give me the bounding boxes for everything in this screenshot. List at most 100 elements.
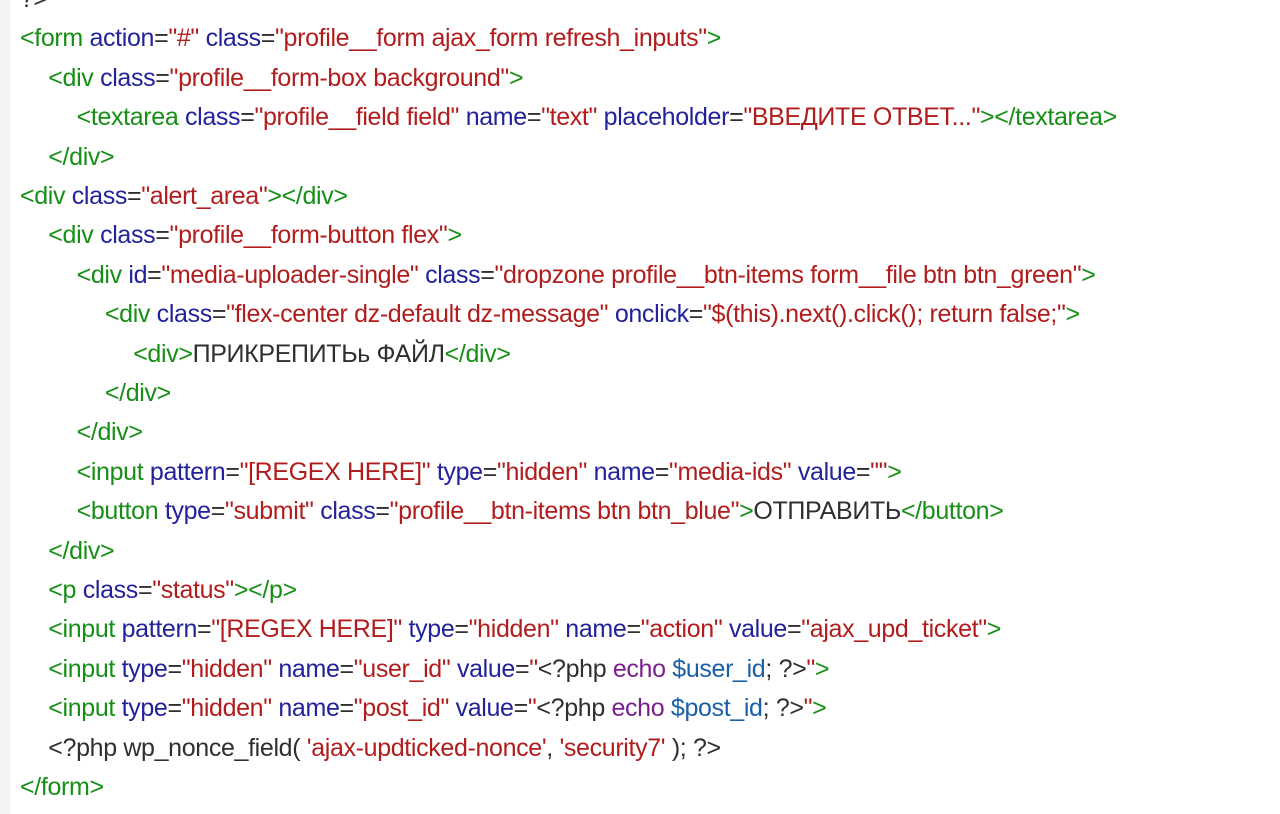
code-token-tag: <textarea [76,103,179,132]
code-token-str: "action" [640,615,723,644]
code-token-text: <?php [536,694,612,723]
code-token-tag: <input [48,694,116,723]
code-token-attr: class [205,24,262,53]
code-token-text [430,458,437,486]
code-token-text: ); ?> [665,733,721,762]
code-token-text: = [225,457,240,486]
code-token-tag: > [447,221,462,250]
code-token-text: = [197,615,212,644]
code-token-text: = [260,24,276,53]
code-token-attr: name [593,457,655,486]
code-token-text: = [147,260,162,289]
code-token-attr: value [455,694,514,723]
code-line: </form> [20,768,104,807]
code-token-tag: ></p> [233,576,297,604]
code-token-str: " [527,694,537,723]
code-token-attr: name [565,615,627,644]
code-token-str: "media-ids" [668,457,792,486]
code-token-text [178,103,185,131]
code-token-str: "ВВЕДИТЕ ОТВЕТ..." [743,103,980,132]
code-token-text: ?> [20,0,48,13]
code-token-str: " [803,694,813,723]
code-line: </div> [77,413,143,452]
code-line: <textarea class="profile__field field" n… [76,98,1118,137]
code-token-tag: > [812,694,827,723]
code-token-tag: > [887,457,902,486]
code-token-tag: > [508,63,524,92]
code-token-var: $user_id [672,654,766,683]
code-token-text [115,655,122,683]
code-token-tag: </form> [20,773,104,801]
code-token-text [402,615,409,643]
code-token-attr: name [465,103,527,132]
code-token-tag: <form [20,24,83,53]
code-line: <button type="submit" class="profile__bt… [77,492,1004,531]
code-token-str: 'ajax-updticked-nonce' [306,733,547,762]
code-line: <div class="profile__form-box background… [48,59,523,98]
code-token-attr: value [456,654,515,683]
code-token-text: = [210,497,226,526]
code-token-attr: class [71,182,128,210]
code-token-text: = [526,103,542,132]
code-token-text [115,615,122,643]
code-token-str: "profile__form ajax_form refresh_inputs" [275,24,707,53]
code-token-tag: </div> [76,418,143,447]
code-token-str: "flex-center dz-default dz-message" [226,300,609,329]
code-token-attr: pattern [149,457,226,486]
code-token-tag: </div> [48,536,115,565]
code-line: <form action="#" class="profile__form aj… [20,19,721,58]
code-token-attr: placeholder [603,103,730,132]
code-token-attr: value [728,615,787,644]
code-token-text: = [480,260,495,289]
code-token-text: = [626,615,641,644]
code-token-tag: ></textarea> [980,103,1117,132]
code-token-tag: <div [48,221,94,250]
code-token-text [76,576,83,604]
code-line: <input pattern="[REGEX HERE]" type="hidd… [48,610,1001,649]
code-token-text [597,103,604,131]
code-token-str: "profile__form-button flex" [169,221,448,250]
code-line: <div class="alert_area"></div> [20,177,348,216]
code-token-text: = [127,182,142,210]
code-token-text: = [688,300,704,329]
code-token-tag: <input [48,654,116,683]
code-token-str: 'security7' [559,733,666,762]
code-token-text: = [339,654,355,683]
code-token-text [143,458,150,486]
code-token-text: = [167,654,182,683]
code-token-attr: class [185,103,241,132]
code-line: <p class="status"></p> [48,571,297,610]
code-token-text: = [482,457,498,486]
code-line: </div> [105,374,171,413]
code-token-str: "submit" [224,497,314,526]
code-token-text [115,694,122,722]
code-token-attr: class [100,63,156,92]
code-token-text: = [339,694,355,723]
code-token-text: = [240,103,255,132]
code-token-text [150,300,157,328]
code-token-text: = [167,694,182,723]
code-token-tag: > [1081,260,1096,289]
code-token-text: = [155,221,170,250]
code-line: </div> [48,138,114,177]
code-token-attr: pattern [121,615,198,644]
code-token-text: ПРИКРЕПИТЬь ФАЙЛ [192,339,445,368]
code-token-text [158,497,165,525]
code-token-attr: onclick [614,300,689,329]
code-token-text: <?php [537,654,613,683]
code-token-str: "dropzone profile__btn-items form__file … [494,260,1082,289]
code-token-tag: <div> [133,339,193,368]
code-line: <div class="flex-center dz-default dz-me… [105,295,1080,334]
code-token-text [722,615,729,643]
code-token-attr: type [408,615,455,644]
code-token-attr: action [89,24,155,53]
code-token-text: ОТПРАВИТЬ [753,497,901,526]
code-token-tag: <p [48,576,77,604]
code-token-tag: </div> [104,379,171,407]
code-line: <?php wp_nonce_field( 'ajax-updticked-no… [48,729,721,768]
code-token-str: " [806,654,815,683]
code-token-text: = [454,615,469,644]
code-token-text: = [137,576,153,604]
code-line: <input type="hidden" name="user_id" valu… [48,650,829,689]
